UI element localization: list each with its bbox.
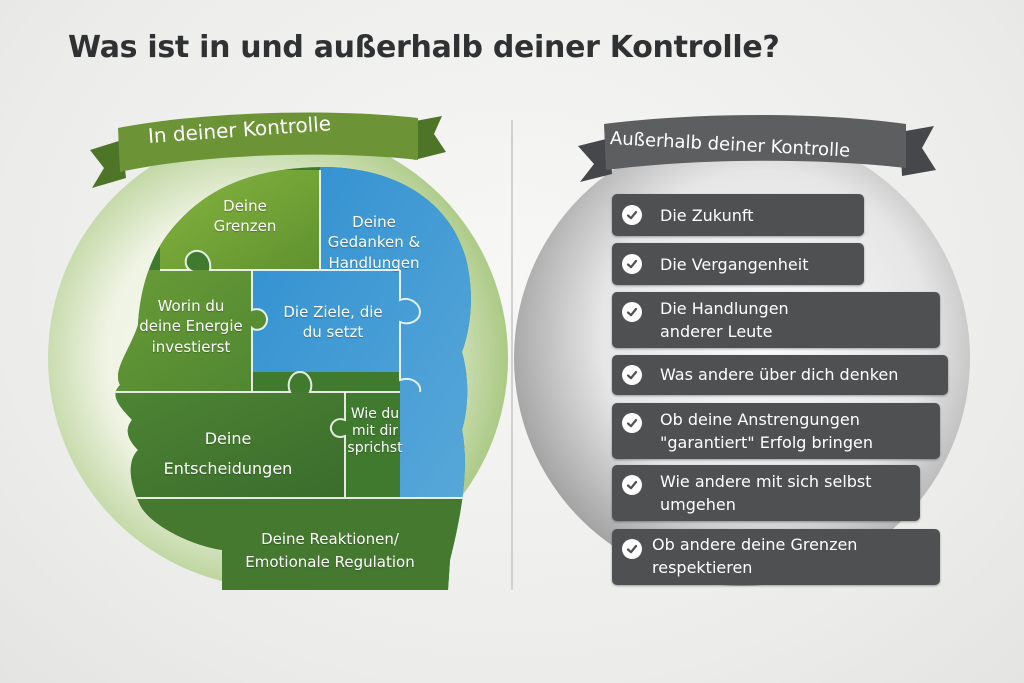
in-control-item: Deine Reaktionen/ Emotionale Regulation <box>245 530 415 572</box>
in-control-item: Die Ziele, die du setzt <box>283 303 383 342</box>
check-icon <box>622 254 642 274</box>
in-control-item: Deine Grenzen <box>213 197 277 236</box>
check-icon <box>622 539 642 559</box>
in-control-item: Worin du deine Energie investierst <box>139 297 243 356</box>
out-of-control-item: Die Handlungen anderer Leute <box>612 292 940 348</box>
check-icon <box>622 365 642 385</box>
in-control-item: Deine Gedanken & Handlungen <box>327 213 421 272</box>
check-icon <box>622 413 642 433</box>
piece-energie <box>115 270 267 392</box>
check-icon <box>622 302 642 322</box>
out-of-control-item: Wie andere mit sich selbst umgehen <box>612 465 920 521</box>
out-of-control-item: Ob andere deine Grenzen respektieren <box>612 529 940 585</box>
out-of-control-item: Die Vergangenheit <box>612 243 864 285</box>
blue-pieces <box>252 166 471 520</box>
piece-entscheidungen <box>115 392 345 498</box>
check-icon <box>622 475 642 495</box>
in-control-item: Wie du mit dir sprichst <box>347 406 403 456</box>
left-banner <box>90 112 446 188</box>
check-icon <box>622 205 642 225</box>
page-title: Was ist in und außerhalb deiner Kontroll… <box>68 30 780 65</box>
out-of-control-item: Die Zukunft <box>612 194 864 236</box>
out-of-control-item: Was andere über dich denken <box>612 355 948 395</box>
in-control-item: Deine Entscheidungen <box>163 429 293 479</box>
out-of-control-item: Ob deine Anstrengungen "garantiert" Erfo… <box>612 403 940 459</box>
right-banner <box>578 115 936 182</box>
